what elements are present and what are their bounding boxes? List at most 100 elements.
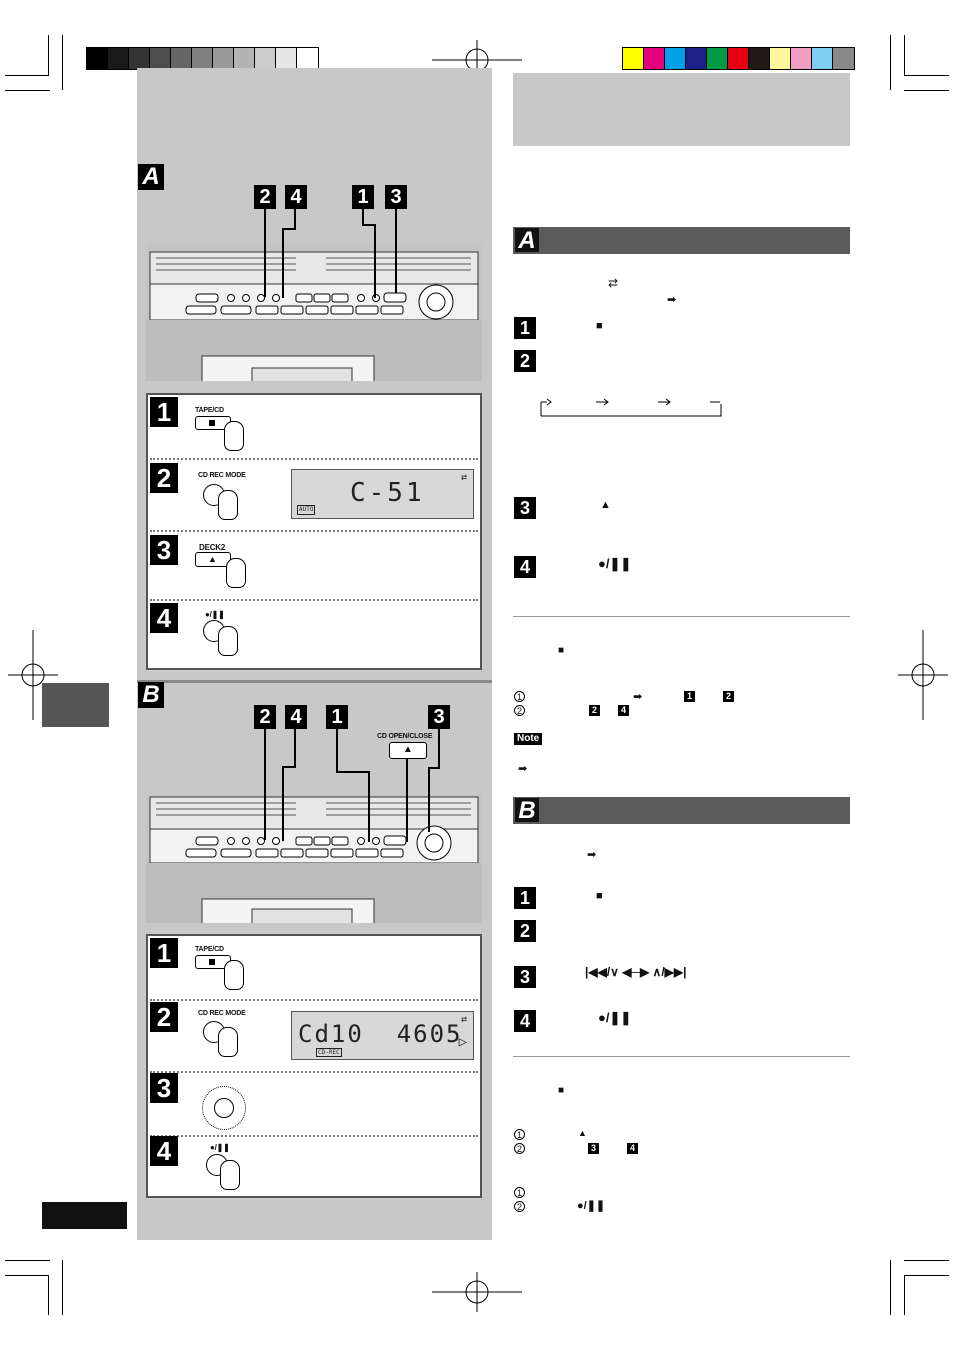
callout-number: 1 — [352, 185, 374, 209]
step-ref: 1 — [684, 691, 695, 702]
step-number: 1 — [150, 938, 178, 968]
circled-number: 2 — [514, 1201, 525, 1212]
callout-line — [336, 771, 370, 773]
button-label: CD REC MODE — [198, 472, 246, 479]
stop-icon: ■ — [558, 1085, 565, 1096]
callout-line — [368, 771, 370, 842]
callout-line — [294, 729, 296, 768]
callout-line — [406, 759, 408, 842]
jog-dial[interactable] — [202, 1086, 246, 1130]
step-ref: 2 — [723, 691, 734, 702]
crop-mark — [904, 1260, 949, 1261]
callout-line — [428, 767, 440, 769]
dotted-divider — [150, 1071, 478, 1073]
finger-icon — [226, 558, 246, 588]
stereo-illustration — [146, 244, 482, 381]
callout-number: 3 — [428, 705, 450, 729]
color-bar — [622, 47, 855, 70]
step-number: 4 — [150, 1136, 178, 1166]
callout-line — [362, 209, 364, 226]
crop-mark — [904, 1275, 905, 1315]
color-swatch — [87, 48, 108, 69]
callout-line — [282, 766, 284, 841]
section-letter-a: A — [515, 228, 539, 254]
arrow-icon: ➡ — [587, 849, 597, 861]
step-box-a: 1 TAPE/CD 2 CD REC MODE C-51 ⇄ AUTO 3 DE… — [146, 393, 482, 670]
display-readout: Cd10 4605 — [298, 1020, 463, 1048]
callout-line — [282, 228, 284, 298]
stop-icon: ■ — [558, 645, 565, 656]
color-swatch — [833, 48, 854, 69]
jog-dial-center[interactable] — [214, 1098, 234, 1118]
circled-number: 2 — [514, 1143, 525, 1154]
color-swatch — [707, 48, 728, 69]
registration-mark — [432, 1272, 522, 1312]
button-label: CD REC MODE — [198, 1010, 246, 1017]
crop-mark — [904, 90, 949, 91]
title-box — [513, 73, 850, 146]
crop-mark — [5, 1260, 50, 1261]
registration-mark — [8, 630, 58, 720]
circled-number: 1 — [514, 1129, 525, 1140]
callout-number: 1 — [326, 705, 348, 729]
step-ref: 3 — [588, 1143, 599, 1154]
divider — [513, 616, 850, 617]
step-number: 3 — [150, 1073, 178, 1103]
circled-number: 2 — [514, 705, 525, 716]
grayscale-bar — [86, 47, 319, 70]
crop-mark — [5, 1275, 49, 1276]
side-tab — [42, 683, 109, 727]
finger-icon — [218, 1027, 238, 1057]
section-letter-b: B — [138, 682, 164, 708]
callout-number: 4 — [285, 705, 307, 729]
callout-line — [374, 224, 376, 298]
button-label: ●/❚❚ — [205, 610, 225, 619]
callout-number: 2 — [254, 185, 276, 209]
button-label: DECK2 — [199, 543, 226, 552]
callout-line — [438, 729, 440, 769]
step-number: 2 — [150, 1002, 178, 1032]
finger-icon — [220, 1160, 240, 1190]
color-swatch — [770, 48, 791, 69]
crop-mark — [890, 35, 891, 90]
deck2-eject-button[interactable]: ▲ — [195, 552, 231, 567]
step-box-b: 1 TAPE/CD 2 CD REC MODE Cd10 4605 ⇄ ▷ CD… — [146, 934, 482, 1198]
dotted-divider — [150, 530, 478, 532]
record-pause-icon: ●/❚❚ — [598, 556, 632, 571]
step-ref: 2 — [589, 705, 600, 716]
dotted-divider — [150, 1135, 478, 1137]
record-pause-icon: ●/❚❚ — [577, 1200, 606, 1212]
step-number: 1 — [150, 397, 178, 427]
callout-number: 4 — [285, 185, 307, 209]
reverse-icon: ⇄ — [608, 276, 619, 290]
crop-mark — [48, 1275, 49, 1315]
crop-mark — [904, 35, 905, 75]
step-number: 1 — [514, 887, 536, 909]
color-swatch — [749, 48, 770, 69]
color-swatch — [665, 48, 686, 69]
crop-mark — [48, 35, 49, 75]
dotted-divider — [150, 599, 478, 601]
lcd-display: C-51 ⇄ AUTO — [291, 469, 474, 519]
arrow-icon: ➡ — [518, 763, 528, 775]
stop-icon: ■ — [596, 320, 603, 332]
step-number: 4 — [514, 556, 536, 578]
section-header-b: B — [513, 797, 850, 824]
cd-open-close-button[interactable]: ▲ — [389, 742, 427, 759]
reverse-icon: ⇄ — [460, 1014, 467, 1025]
step-number: 4 — [514, 1010, 536, 1032]
step-ref: 4 — [618, 705, 629, 716]
callout-line — [428, 767, 430, 832]
section-header-a: A — [513, 227, 850, 254]
note-badge: Note — [514, 733, 543, 745]
callout-number: 2 — [254, 705, 276, 729]
color-swatch — [150, 48, 171, 69]
step-number: 3 — [514, 497, 536, 519]
color-swatch — [276, 48, 297, 69]
color-swatch — [192, 48, 213, 69]
color-swatch — [213, 48, 234, 69]
crop-mark — [62, 35, 63, 90]
stop-icon: ■ — [596, 890, 603, 902]
step-number: 3 — [514, 966, 536, 988]
step-number: 1 — [514, 317, 536, 339]
